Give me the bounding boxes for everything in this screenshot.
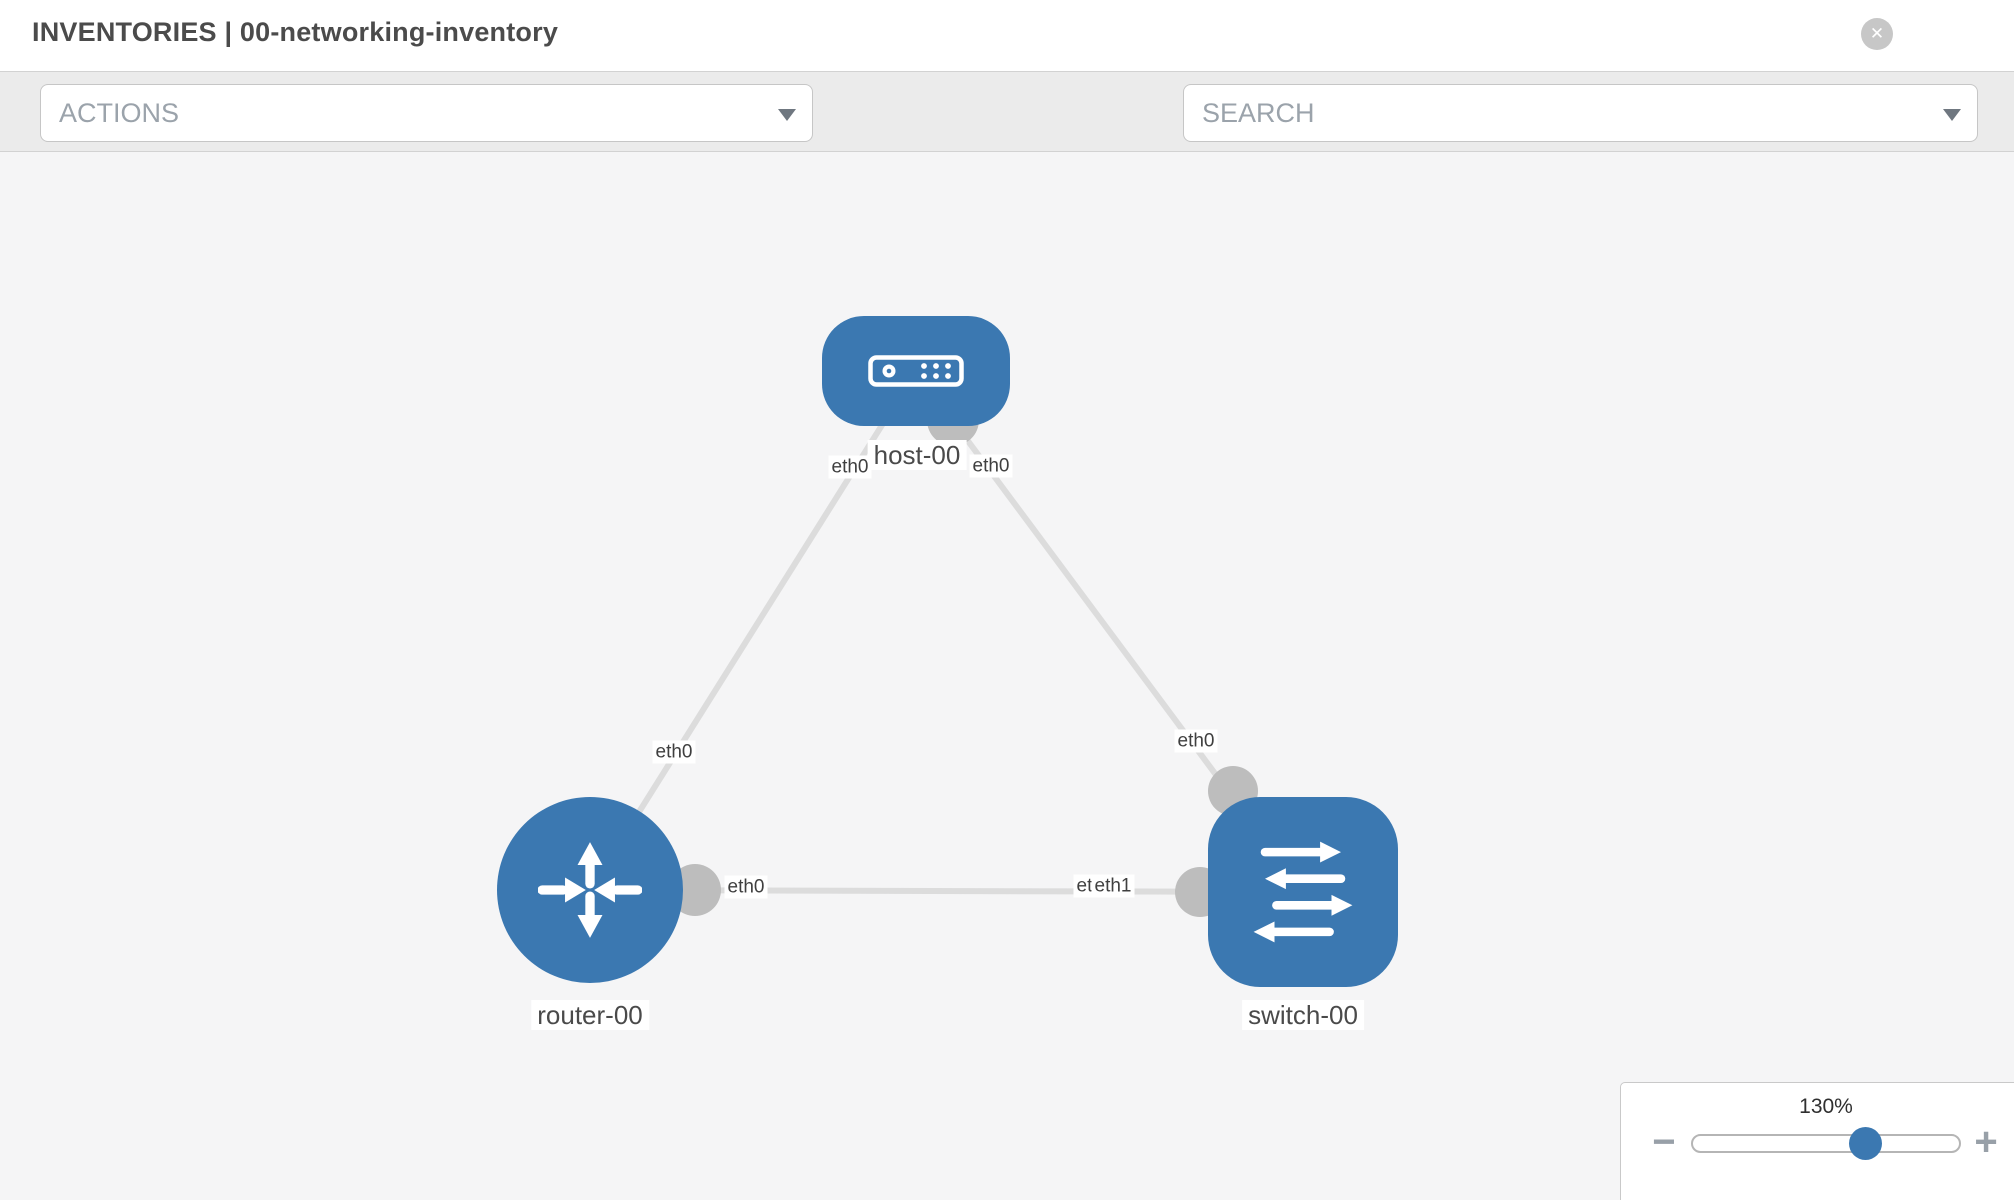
node-switch-00[interactable] xyxy=(1208,797,1398,987)
node-router-00[interactable] xyxy=(497,797,683,983)
zoom-in-button[interactable]: + xyxy=(1974,1120,1998,1164)
interface-label-host-left: eth0 xyxy=(828,455,872,479)
page-title: INVENTORIES | 00-networking-inventory xyxy=(32,17,559,47)
actions-placeholder: ACTIONS xyxy=(59,98,180,128)
router-icon xyxy=(538,842,642,938)
actions-dropdown[interactable]: ACTIONS xyxy=(40,84,813,142)
interface-label-mid-router: eth0 xyxy=(724,875,768,899)
interface-label-mid-switch-over: eth1 xyxy=(1091,874,1135,898)
header: INVENTORIES | 00-networking-inventory ✕ xyxy=(0,0,2014,71)
close-icon[interactable]: ✕ xyxy=(1861,18,1893,50)
switch-icon xyxy=(1253,841,1353,943)
toolbar: ACTIONS SEARCH xyxy=(0,71,2014,205)
topology-canvas[interactable]: host-00 router-00 switch-00 eth0 eth0 et… xyxy=(0,152,2014,1200)
topology-links xyxy=(587,369,1306,917)
zoom-slider-knob[interactable] xyxy=(1849,1127,1882,1160)
search-dropdown[interactable]: SEARCH xyxy=(1183,84,1978,142)
node-label-router-00: router-00 xyxy=(531,1000,649,1030)
zoom-out-button[interactable]: − xyxy=(1652,1120,1676,1164)
zoom-panel: 130% − + xyxy=(1620,1082,2014,1200)
zoom-level: 130% xyxy=(1799,1095,1853,1118)
interface-label-router-uplink: eth0 xyxy=(652,740,696,764)
interface-label-host-right: eth0 xyxy=(969,454,1013,478)
chevron-down-icon xyxy=(1943,109,1961,121)
zoom-slider[interactable] xyxy=(1691,1127,1961,1160)
search-placeholder: SEARCH xyxy=(1202,98,1315,128)
node-label-switch-00: switch-00 xyxy=(1242,1000,1364,1030)
interface-label-switch-uplink: eth0 xyxy=(1174,729,1218,753)
node-host-00[interactable] xyxy=(822,316,1010,426)
host-icon xyxy=(868,355,964,387)
chevron-down-icon xyxy=(778,109,796,121)
node-label-host-00: host-00 xyxy=(867,440,967,470)
